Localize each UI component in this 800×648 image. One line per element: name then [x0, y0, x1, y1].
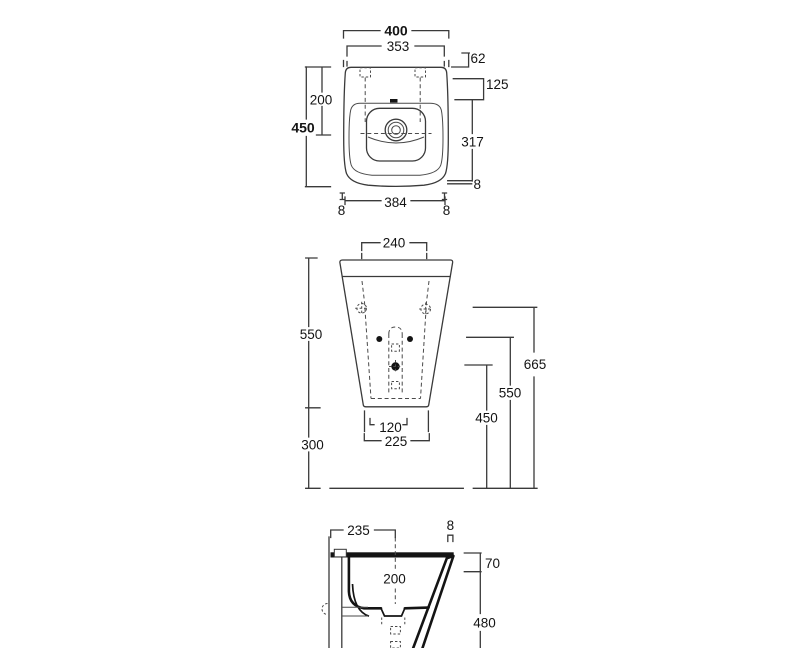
bowl-underside — [351, 583, 370, 618]
drain-column-hidden — [388, 326, 403, 393]
dim-300-label: 300 — [301, 437, 324, 452]
dimension-base-width: 225 — [363, 410, 430, 449]
bowl-outline — [365, 107, 427, 162]
dim-8-right-label: 8 — [443, 203, 451, 218]
drain-hidden-box-2 — [390, 641, 401, 648]
dim-450-label: 450 — [291, 119, 315, 135]
dimension-top-gap: 8 — [447, 518, 455, 543]
cavity-hidden-lines — [361, 280, 430, 399]
dim-384-label: 384 — [384, 195, 407, 210]
bowl-section — [347, 556, 430, 610]
dimension-overall-width: 400 — [342, 22, 450, 68]
side-view: 235 8 70 200 480 — [321, 518, 500, 648]
dimension-rim-height: 70 — [463, 552, 500, 573]
bowl-bottom-curve — [367, 136, 425, 144]
dimension-hole-height: 665 — [472, 306, 547, 489]
dimension-front-overhang: 8 — [447, 177, 482, 192]
dimension-fixing-height: 550 — [466, 336, 522, 489]
dimension-drain-height: 450 — [464, 364, 538, 489]
tap-hole-icon — [390, 99, 398, 103]
dimension-overall-depth: 450 — [291, 66, 332, 188]
dimension-bottom-clearance: 300 — [301, 437, 324, 489]
dimension-body-height: 550 — [300, 257, 323, 438]
dimension-top-width: 240 — [361, 235, 428, 260]
dimension-lower-height: 480 — [473, 571, 496, 648]
dim-200-label: 200 — [310, 92, 333, 107]
pedestal-outline — [339, 259, 454, 408]
dimension-front-depth: 317 — [461, 99, 484, 182]
dim-665-label: 665 — [524, 357, 547, 372]
fixing-point-left — [376, 336, 383, 342]
dimension-ledge-depth: 125 — [452, 77, 509, 101]
dimension-depth: 235 — [330, 523, 396, 539]
basin-rim-line — [348, 102, 444, 176]
wall-bracket-lines — [341, 606, 369, 617]
dimension-drain-width: 120 — [369, 417, 408, 435]
mounting-hole-right — [419, 302, 433, 316]
dim-550-left-label: 550 — [300, 327, 323, 342]
dim-120-label: 120 — [379, 420, 402, 435]
dim-8-top-label: 8 — [447, 518, 455, 533]
dim-400-label: 400 — [384, 22, 408, 38]
dimension-inner-width: 353 — [346, 39, 445, 67]
dim-480-label: 480 — [473, 615, 496, 630]
dimension-bowl-back-depth: 200 — [304, 66, 333, 136]
dimension-right-overhang: 8 — [441, 192, 451, 218]
dimension-bowl-depth: 200 — [383, 571, 406, 586]
drain-icon — [384, 118, 408, 142]
drain-recess — [380, 607, 406, 617]
basin-outline — [343, 66, 449, 188]
dimension-left-overhang: 8 — [338, 192, 346, 218]
dim-70-label: 70 — [485, 556, 500, 571]
dim-317-label: 317 — [461, 134, 484, 149]
fixing-point-right — [407, 336, 413, 342]
mounting-hole-left — [355, 301, 369, 315]
top-view: 400 353 200 450 62 125 317 — [291, 22, 508, 217]
dimension-back-offset: 62 — [451, 51, 486, 68]
bracket-notch — [333, 548, 347, 558]
dim-225-label: 225 — [385, 434, 408, 449]
mounting-hole-left — [359, 67, 371, 78]
drain-hidden-lines — [381, 617, 406, 626]
front-wall-section-cut — [411, 554, 455, 648]
dim-62-label: 62 — [471, 51, 486, 66]
drain-hidden-box-1 — [390, 626, 401, 635]
dimension-base-width: 384 — [344, 195, 446, 210]
dim-550-right-label: 550 — [499, 385, 522, 400]
dim-450-right-label: 450 — [475, 410, 498, 425]
dim-353-label: 353 — [387, 39, 410, 54]
wall-bolt-hidden — [321, 603, 328, 615]
dim-240-label: 240 — [383, 235, 406, 250]
front-view: 240 550 300 665 550 450 120 — [300, 235, 547, 489]
mounting-hole-right — [414, 67, 426, 78]
hidden-lines — [360, 77, 432, 134]
dim-200-side-label: 200 — [383, 571, 406, 586]
dim-235-label: 235 — [347, 523, 370, 538]
dim-125-label: 125 — [486, 77, 509, 92]
rim-section-cut — [330, 552, 454, 558]
dim-8-front-label: 8 — [474, 177, 482, 192]
dim-8-left-label: 8 — [338, 203, 346, 218]
